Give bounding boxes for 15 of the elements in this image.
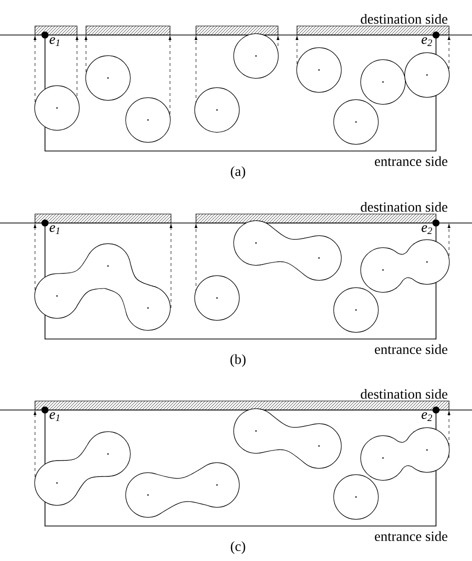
side-label: entrance side: [374, 531, 448, 542]
endpoint-label: e$_{2}$: [422, 37, 432, 46]
side-label: destination side: [360, 388, 448, 399]
endpoint-label: e$_{1}$: [50, 37, 60, 46]
endpoint-label: e$_{2}$: [422, 412, 432, 421]
panel-label: (b): [230, 354, 246, 367]
side-label: entrance side: [374, 344, 448, 354]
side-label: destination side: [360, 14, 448, 24]
endpoint-label: e$_{2}$: [422, 225, 432, 234]
panel-label: (c): [230, 541, 246, 554]
side-label: destination side: [360, 202, 448, 212]
endpoint-label: e$_{1}$: [50, 225, 60, 234]
panel-label: (a): [230, 166, 246, 179]
side-label: entrance side: [374, 156, 448, 166]
endpoint-label: e$_{1}$: [50, 412, 60, 421]
